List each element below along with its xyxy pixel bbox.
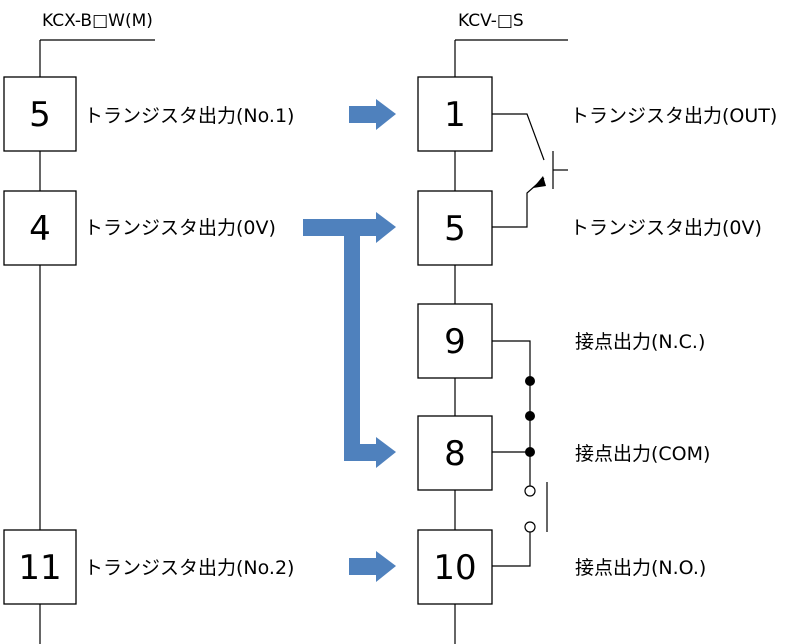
left-pin-11-label: トランジスタ出力(No.2)	[84, 557, 294, 579]
contact-open-2	[524, 521, 536, 533]
right-pin-8: 8 接点出力(COM)	[417, 415, 710, 491]
left-pin-11-number: 11	[18, 548, 61, 588]
right-pin-5-box	[417, 190, 493, 266]
right-pin-10-box	[417, 529, 493, 605]
right-pin-9: 9 接点出力(N.C.)	[417, 303, 705, 379]
right-pin-10: 10 接点出力(N.O.)	[417, 529, 706, 605]
contact-open-1	[524, 485, 536, 497]
right-connector-title: KCV-□S	[458, 11, 524, 31]
right-pin-1-label: トランジスタ出力(OUT)	[570, 105, 777, 127]
right-pin-5-label: トランジスタ出力(0V)	[570, 217, 762, 239]
right-pin-9-label: 接点出力(N.C.)	[575, 331, 705, 353]
right-pin-1-box	[417, 76, 493, 152]
contact-no-wire	[492, 532, 531, 567]
left-pin-4-label: トランジスタ出力(0V)	[84, 217, 276, 239]
left-pin-4-box	[3, 190, 77, 266]
transistor-collector-wire	[492, 113, 545, 161]
left-pin-4-number: 4	[29, 209, 51, 249]
arrow-pin4-to-pin5-and-pin8	[303, 212, 396, 468]
contact-nc-wire	[492, 340, 531, 453]
right-pin-8-box	[417, 415, 493, 491]
right-pin-9-box	[417, 303, 493, 379]
right-pin-5-number: 5	[444, 209, 466, 249]
right-pin-10-label: 接点出力(N.O.)	[575, 557, 706, 579]
contact-dot-2	[525, 411, 535, 421]
right-pin-1-number: 1	[444, 95, 466, 135]
left-pin-5: 5 トランジスタ出力(No.1)	[3, 76, 294, 152]
left-connector-title: KCX-B□W(M)	[42, 11, 153, 31]
arrow-pin11-to-pin10	[349, 551, 396, 582]
right-pin-8-label: 接点出力(COM)	[575, 443, 710, 465]
right-pin-8-number: 8	[444, 434, 466, 474]
right-pin-9-number: 9	[444, 322, 466, 362]
left-pin-5-label: トランジスタ出力(No.1)	[84, 105, 294, 127]
left-pin-11-box	[3, 529, 77, 605]
left-pin-5-number: 5	[29, 95, 51, 135]
right-pin-10-number: 10	[433, 548, 476, 588]
right-pin-1: 1 トランジスタ出力(OUT)	[417, 76, 777, 152]
transistor-symbol	[492, 113, 568, 228]
left-pin-5-box	[3, 76, 77, 152]
left-pin-11: 11 トランジスタ出力(No.2)	[3, 529, 294, 605]
left-pin-4: 4 トランジスタ出力(0V)	[3, 190, 276, 266]
relay-contact-symbol	[492, 340, 548, 567]
arrow-pin5-to-pin1	[349, 99, 396, 130]
transistor-emitter-arrow	[533, 176, 546, 188]
contact-dot-1	[525, 376, 535, 386]
right-pin-5: 5 トランジスタ出力(0V)	[417, 190, 762, 266]
